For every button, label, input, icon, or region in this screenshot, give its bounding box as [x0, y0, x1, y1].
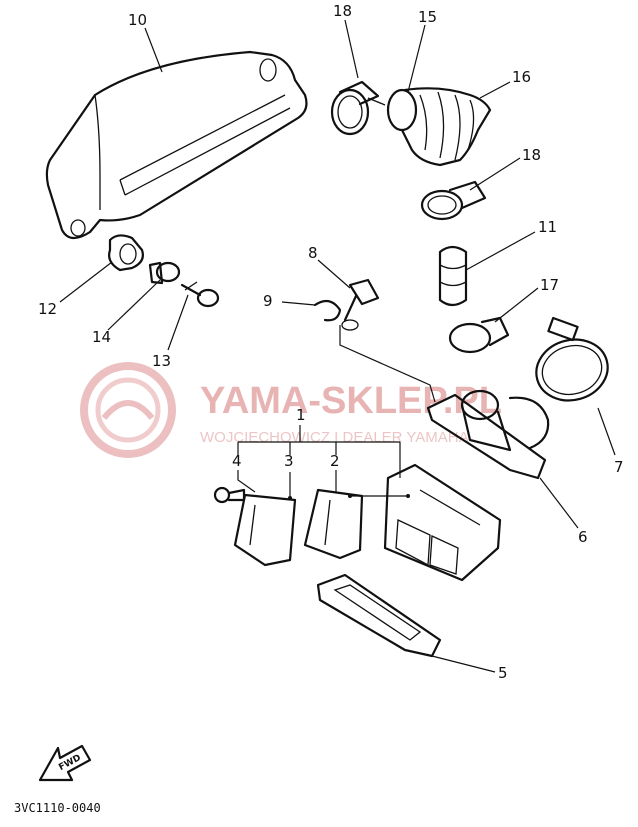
callout-labels: 10 18 15 16 18 11 17 8 9 12 14 13 1 4 3 …	[38, 2, 624, 682]
part-1-reed-valve-body	[383, 463, 502, 582]
drawing-code: 3VC1110-0040	[14, 801, 101, 815]
part-5-gasket	[316, 573, 442, 658]
watermark: YAMA-SKLEP.PL WOJCIECHOWICZ I DEALER YAM…	[80, 362, 502, 458]
callout-5: 5	[498, 664, 508, 682]
part-13-bolt	[180, 281, 220, 308]
watermark-tagline: WOJCIECHOWICZ I DEALER YAMAHA	[200, 429, 469, 446]
callout-9: 9	[263, 292, 273, 310]
part-15-16-boot	[386, 87, 492, 167]
callout-4: 4	[232, 452, 242, 470]
callout-15: 15	[418, 8, 437, 26]
watermark-brand: YAMA-SKLEP.PL	[200, 380, 502, 422]
leader-lines	[59, 19, 616, 673]
callout-11: 11	[538, 218, 557, 236]
callout-2: 2	[330, 452, 340, 470]
part-17-clamp	[448, 316, 510, 354]
watermark-logo-icon	[80, 362, 176, 458]
callout-10: 10	[128, 11, 147, 29]
part-3-reed-petal	[233, 493, 297, 567]
fwd-arrow-icon: FWD	[38, 744, 92, 782]
part-4-screw	[213, 486, 246, 504]
callout-18-lower: 18	[522, 146, 541, 164]
callout-12: 12	[38, 300, 57, 318]
callout-8: 8	[308, 244, 318, 262]
callout-18-upper: 18	[333, 2, 352, 20]
callout-7: 7	[614, 458, 624, 476]
part-18-clamp-lower	[420, 180, 487, 221]
part-18-clamp-upper	[330, 80, 386, 136]
part-14-collar	[148, 261, 181, 285]
callout-14: 14	[92, 328, 111, 346]
callout-1: 1	[296, 406, 306, 424]
part-11-pipe	[438, 245, 468, 307]
callout-13: 13	[152, 352, 171, 370]
callout-17: 17	[540, 276, 559, 294]
part-7-hose-clamp	[535, 316, 609, 402]
callout-3: 3	[284, 452, 294, 470]
callout-16: 16	[512, 68, 531, 86]
part-6-manifold	[426, 389, 550, 480]
part-10-cover	[45, 50, 308, 240]
part-8-screw	[343, 278, 380, 322]
part-2-reed-petal	[303, 488, 364, 560]
callout-6: 6	[578, 528, 588, 546]
part-12-grommet	[108, 234, 144, 272]
part-9-washer	[313, 299, 359, 331]
